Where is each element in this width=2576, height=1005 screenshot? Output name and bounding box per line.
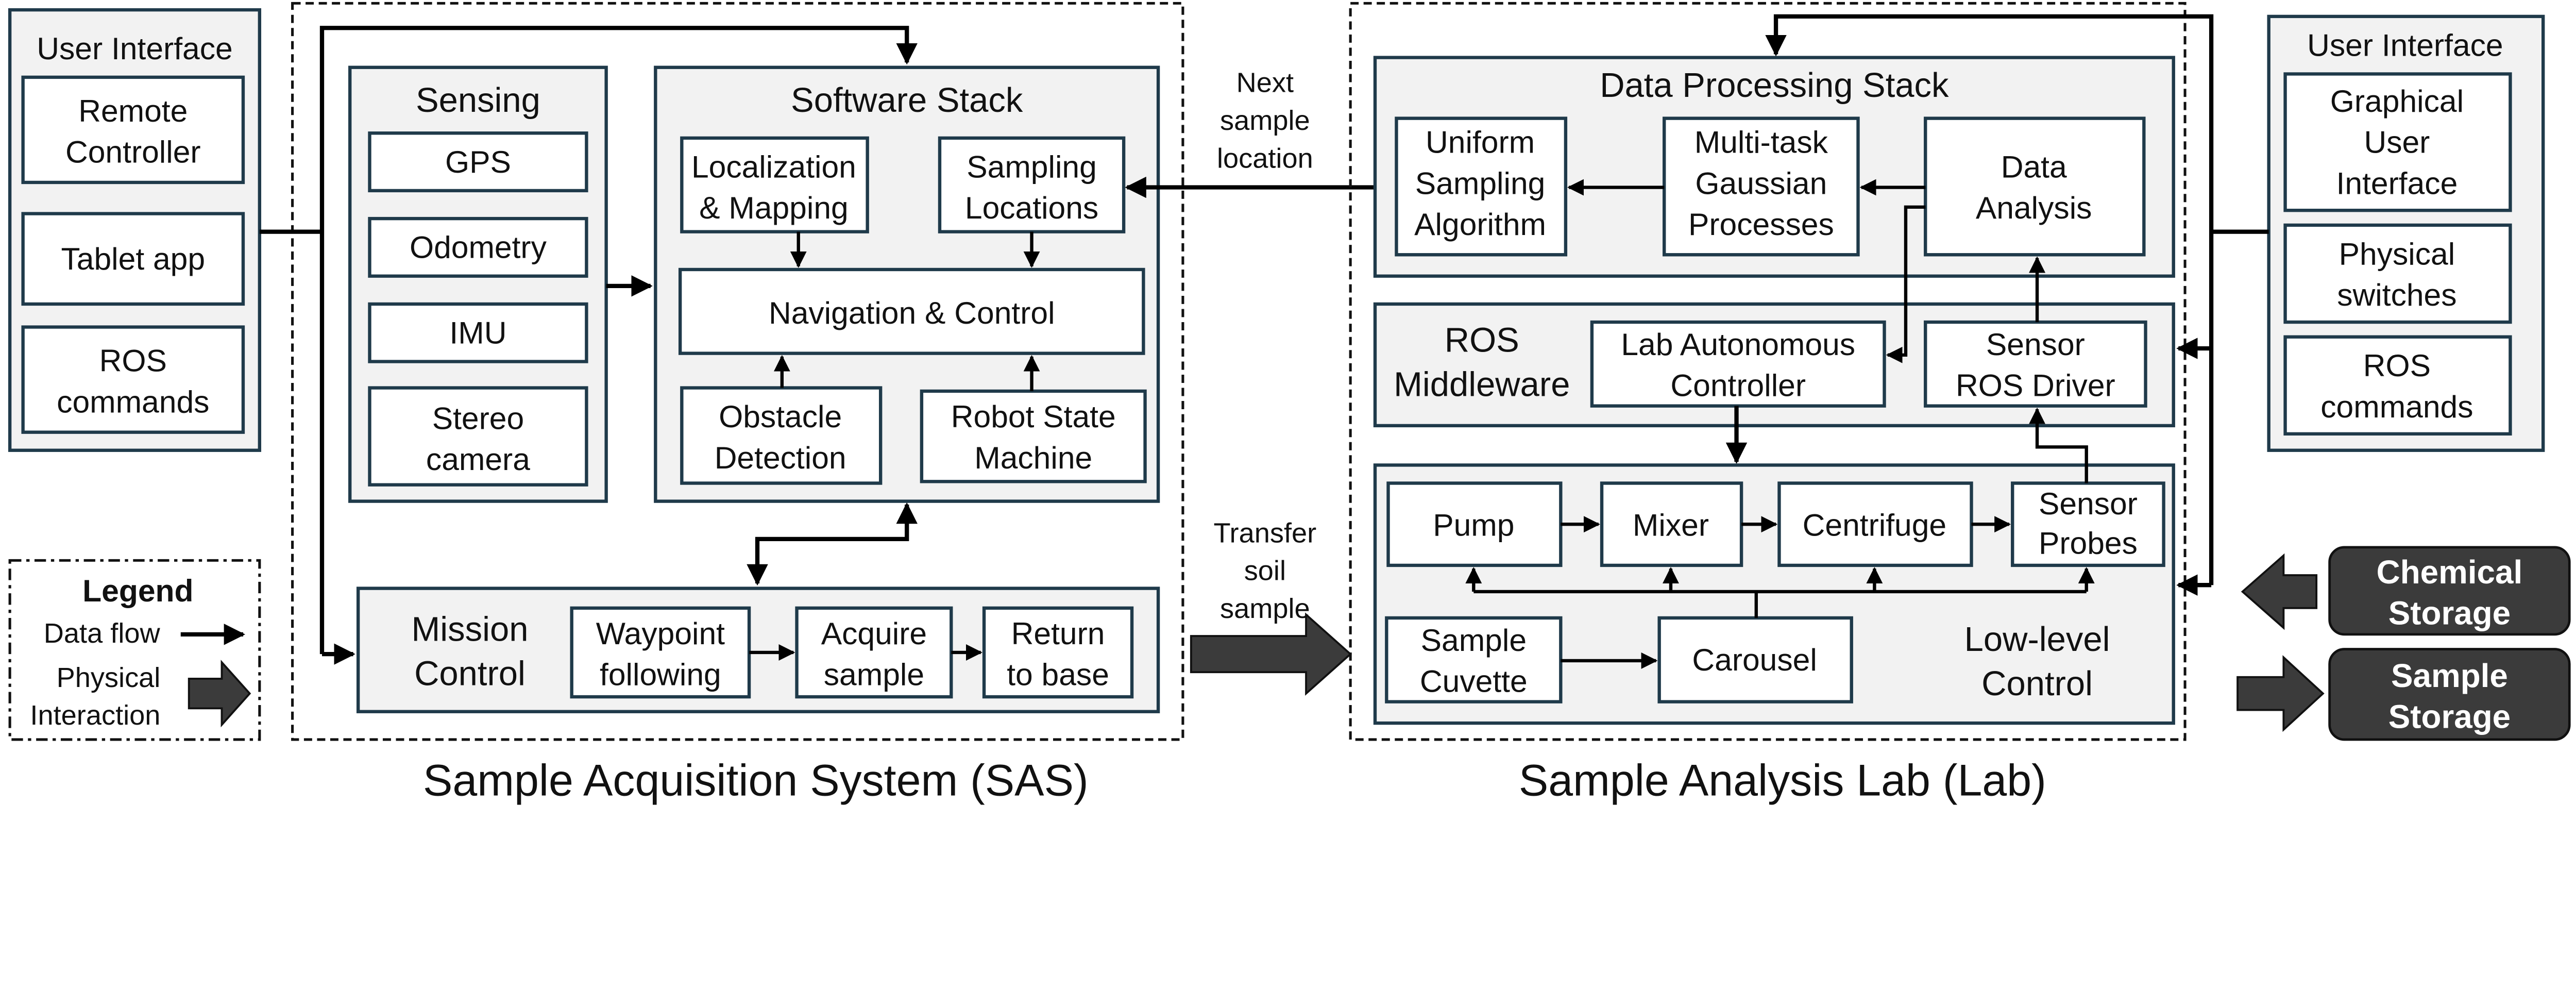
svg-text:Software Stack: Software Stack bbox=[791, 81, 1023, 120]
odometry-box: Odometry bbox=[368, 216, 588, 278]
carousel-box: Carousel bbox=[1657, 616, 1853, 703]
svg-text:Sensing: Sensing bbox=[416, 81, 540, 120]
svg-text:Tablet app: Tablet app bbox=[61, 241, 206, 276]
sample-out-arrow bbox=[2236, 655, 2325, 732]
lab-title: Sample Analysis Lab (Lab) bbox=[1519, 756, 2046, 805]
localization-mapping-box: Localization& Mapping bbox=[680, 136, 869, 233]
sas-boundary bbox=[291, 2, 1184, 741]
svg-text:Mixer: Mixer bbox=[1633, 508, 1709, 543]
svg-text:Legend: Legend bbox=[82, 573, 193, 608]
navigation-control-box: Navigation & Control bbox=[678, 267, 1145, 355]
probes-to-driver-arrow bbox=[2029, 407, 2088, 483]
tablet-app-box: Tablet app bbox=[21, 212, 245, 306]
pump-box: Pump bbox=[1386, 481, 1563, 567]
legend-data-flow: Data flow bbox=[44, 618, 161, 649]
svg-text:Odometry: Odometry bbox=[410, 230, 547, 265]
svg-text:User Interface: User Interface bbox=[2307, 27, 2503, 62]
imu-box: IMU bbox=[368, 302, 588, 363]
mixer-box: Mixer bbox=[1600, 481, 1743, 567]
svg-text:Navigation & Control: Navigation & Control bbox=[769, 295, 1055, 330]
ui-to-software-arrow bbox=[319, 26, 918, 655]
chemical-supply-arrow bbox=[2241, 553, 2318, 630]
svg-text:Carousel: Carousel bbox=[1692, 642, 1817, 677]
lab-boundary bbox=[1349, 2, 2187, 741]
svg-text:GPS: GPS bbox=[445, 144, 511, 179]
left-ui-title: User Interface bbox=[37, 31, 232, 66]
transfer-sample-arrow bbox=[1190, 612, 1352, 696]
svg-text:Data Processing Stack: Data Processing Stack bbox=[1600, 66, 1949, 105]
legend-physical-arrow bbox=[188, 660, 251, 728]
svg-text:IMU: IMU bbox=[449, 315, 506, 350]
sas-title: Sample Acquisition System (SAS) bbox=[423, 756, 1089, 805]
svg-text:Centrifuge: Centrifuge bbox=[1803, 508, 1947, 543]
centrifuge-box: Centrifuge bbox=[1777, 481, 1973, 567]
right-ui-to-dps-arrow bbox=[1765, 14, 2214, 585]
gps-box: GPS bbox=[368, 131, 588, 193]
software-stack-group: Software Stack Localization& Mapping Sam… bbox=[654, 65, 1160, 503]
software-mission-bidirectional-arrow bbox=[747, 502, 918, 586]
analysis-to-controller-arrow bbox=[1886, 205, 1926, 363]
svg-text:Localization& Mapping: Localization& Mapping bbox=[691, 149, 856, 225]
svg-text:Pump: Pump bbox=[1433, 508, 1514, 543]
